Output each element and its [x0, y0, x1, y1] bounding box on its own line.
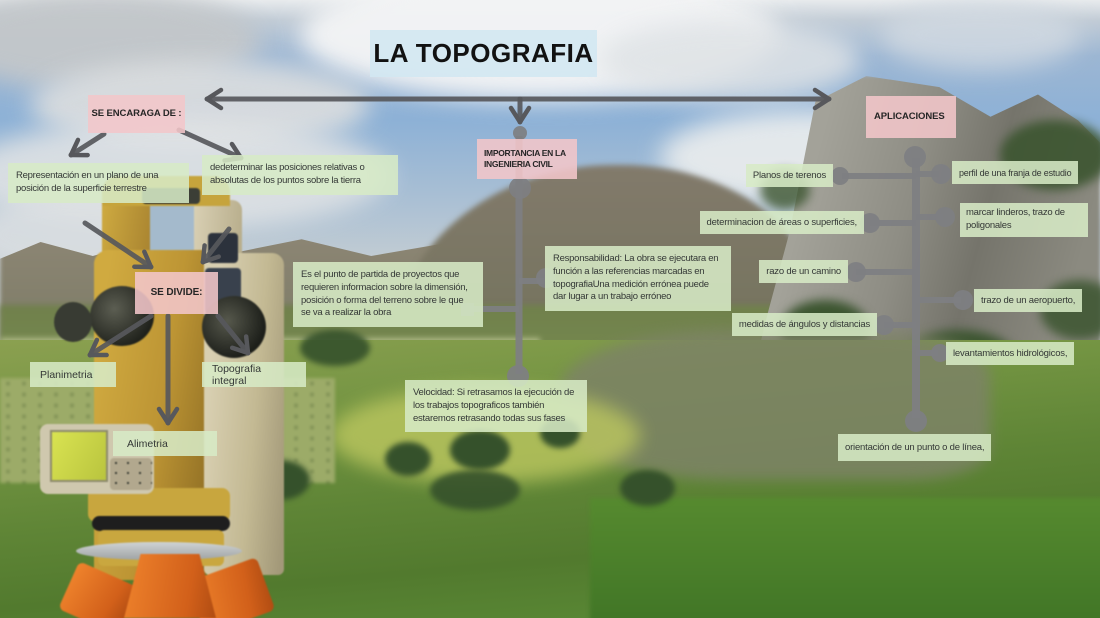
node-planos-terenos[interactable]: Planos de terenos	[745, 164, 833, 187]
display-screen	[50, 430, 108, 482]
node-perfil-franja[interactable]: perfil de una franja de estudio	[952, 161, 1079, 184]
node-medidas-angulos[interactable]: medidas de ángulos y distancias	[731, 313, 877, 336]
circle-node	[831, 167, 849, 185]
circle-node	[513, 126, 527, 140]
node-razo-camino[interactable]: razo de un camino	[759, 260, 848, 283]
circle-node	[846, 262, 866, 282]
base-rings	[92, 516, 230, 531]
cloud	[880, 0, 1080, 70]
dark-arrow-lines	[68, 87, 832, 426]
foreground-grass	[590, 498, 1100, 618]
node-determinacion-areas[interactable]: determinacion de áreas o superficies,	[699, 211, 864, 234]
node-se-divide[interactable]: SE DIVIDE:	[135, 272, 218, 314]
node-levantamientos[interactable]: levantamientos hidrológicos,	[946, 342, 1075, 365]
circle-node	[509, 177, 531, 199]
circle-node	[905, 410, 927, 432]
page-title: LA TOPOGRAFIA	[370, 30, 597, 77]
tree	[620, 470, 675, 506]
circle-node	[953, 290, 973, 310]
arrow-to-representacion	[68, 131, 107, 158]
side-knob	[54, 302, 92, 342]
arrow-to-planimetria	[87, 313, 154, 358]
node-representacion[interactable]: Representación en un plano de una posici…	[8, 163, 189, 203]
node-se-encarga-de[interactable]: SE ENCARAGA DE :	[88, 95, 185, 133]
tripod-leg	[124, 554, 216, 618]
tree	[385, 442, 431, 476]
node-planimetria[interactable]: Planimetria	[30, 362, 116, 387]
circle-node	[931, 344, 949, 362]
arrow-to-topografia-integral	[215, 313, 251, 356]
node-velocidad[interactable]: Velocidad: Si retrasamos la ejecución de…	[405, 380, 587, 433]
tripod-plate	[76, 542, 242, 560]
node-determinar[interactable]: dedeterminar las posiciones relativas o …	[202, 155, 398, 195]
node-topografia-integral[interactable]: Topografia integral	[202, 362, 306, 387]
tree	[430, 470, 520, 510]
circle-node	[860, 213, 880, 233]
circle-node	[874, 315, 894, 335]
node-alimetria[interactable]: Alimetria	[113, 431, 217, 456]
node-marcar-linderos[interactable]: marcar linderos, trazo de poligonales	[960, 203, 1088, 237]
tree	[300, 330, 370, 366]
cloud	[600, 20, 860, 100]
station-handle	[102, 198, 150, 254]
arrow-to-determinar	[176, 127, 244, 163]
node-trazo-aeropuerto[interactable]: trazo de un aeropuerto,	[974, 289, 1083, 312]
node-punto-partida[interactable]: Es el punto de partida de proyectos que …	[293, 262, 483, 328]
tree	[450, 430, 510, 470]
node-importancia[interactable]: IMPORTANCIA EN LA INGENIERIA CIVIL	[477, 139, 577, 179]
circle-node	[931, 164, 951, 184]
circle-node	[904, 146, 926, 168]
circle-node	[935, 207, 955, 227]
arrow-representacion-to-sedivide	[82, 220, 154, 270]
station-handle-gap	[150, 202, 194, 252]
node-aplicaciones[interactable]: APLICACIONES	[866, 96, 956, 138]
arrow-determinar-to-sedivide	[200, 226, 232, 265]
keypad	[110, 458, 152, 490]
node-responsabilidad[interactable]: Responsabilidad: La obra se ejecutara en…	[545, 246, 731, 312]
node-orientacion[interactable]: orientación de un punto o de línea,	[838, 434, 992, 461]
